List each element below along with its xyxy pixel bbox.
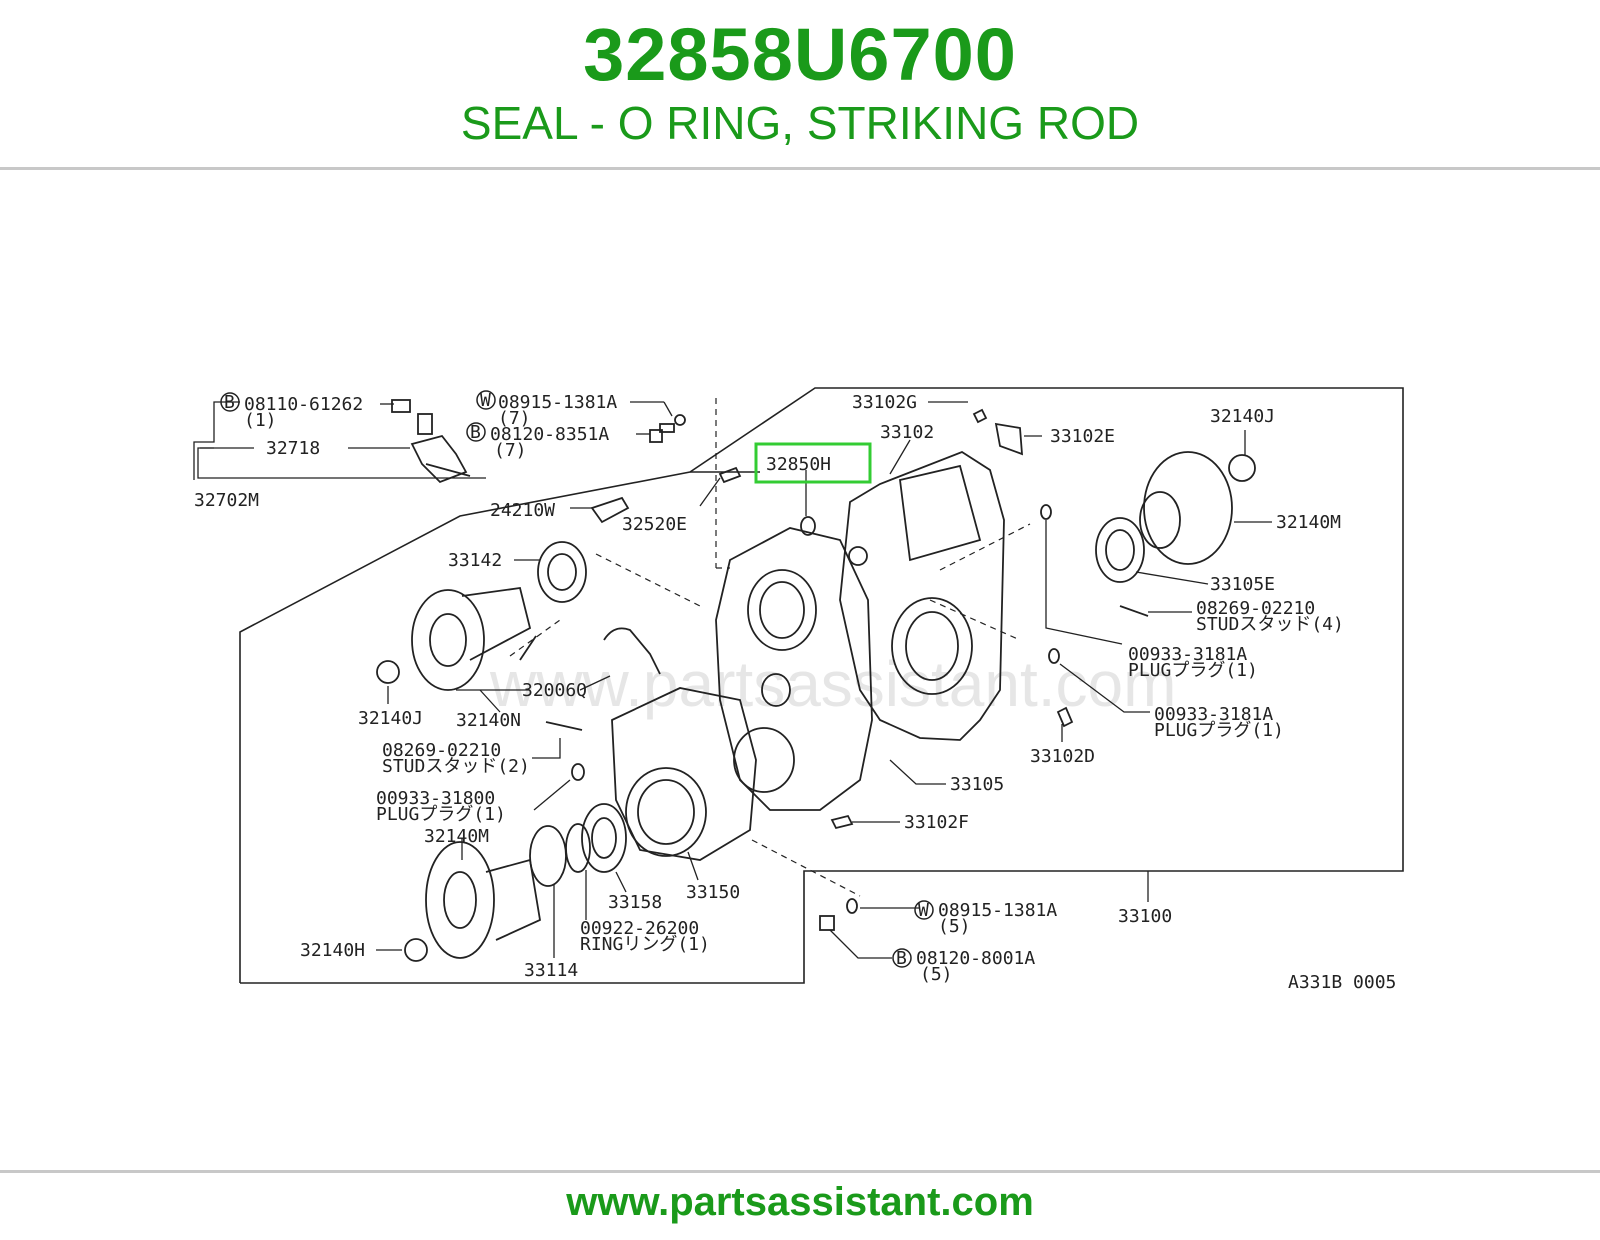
badge-b-3: B — [896, 948, 907, 969]
label-08915-1381a-bottom[interactable]: 08915-1381A — [938, 900, 1057, 921]
bracket-24210w — [590, 496, 630, 524]
label-33102d[interactable]: 33102D — [1030, 746, 1095, 767]
label-32850h-highlighted[interactable]: 32850H — [766, 454, 831, 475]
dashed-guides — [509, 398, 1031, 897]
nut-32140j-right — [1228, 454, 1256, 482]
label-32520e[interactable]: 32520E — [622, 514, 687, 535]
label-stud-right[interactable]: 08269-02210 — [1196, 598, 1315, 619]
label-32140m-right[interactable]: 32140M — [1276, 512, 1341, 533]
footer-url[interactable]: www.partsassistant.com — [566, 1180, 1034, 1224]
label-33142[interactable]: 33142 — [448, 550, 502, 571]
label-32140j-right[interactable]: 32140J — [1210, 406, 1275, 427]
label-08120-bottom-qty: (5) — [920, 964, 953, 985]
case-33102 — [839, 450, 1005, 741]
label-32702m[interactable]: 32702M — [194, 490, 259, 511]
label-33102g[interactable]: 33102G — [852, 392, 917, 413]
label-plug-right-1-sub: PLUGプラグ(1) — [1128, 660, 1258, 681]
flange-32140m-right — [1143, 451, 1233, 565]
diagram-code: A331B 0005 — [1288, 972, 1396, 993]
badge-b-2: B — [470, 422, 481, 443]
label-08120-8351a[interactable]: 08120-8351A — [490, 424, 609, 445]
leader-lines — [193, 401, 1272, 959]
highlight-box — [754, 442, 872, 484]
label-ring-sub: RINGリング(1) — [580, 934, 710, 955]
label-08110-61262[interactable]: 08110-61262 — [244, 394, 363, 415]
label-ring[interactable]: 00922-26200 — [580, 918, 699, 939]
transfer-case-parts — [376, 399, 1256, 962]
label-33105e[interactable]: 33105E — [1210, 574, 1275, 595]
label-08915-top-qty: (7) — [498, 408, 531, 429]
label-33114[interactable]: 33114 — [524, 960, 578, 981]
part-labels: 08110-61262 (1) 32718 32702M 08915-1381A… — [194, 392, 1396, 993]
label-24210w[interactable]: 24210W — [490, 500, 555, 521]
label-stud-left[interactable]: 08269-02210 — [382, 740, 501, 761]
seal-33142 — [537, 541, 587, 603]
label-08915-bottom-qty: (5) — [938, 916, 971, 937]
label-plug-right-2[interactable]: 00933-3181A — [1154, 704, 1273, 725]
label-32140n[interactable]: 32140N — [456, 710, 521, 731]
adapter-33150 — [611, 687, 757, 861]
part-number-title: 32858U6700 — [583, 13, 1017, 96]
label-32140m-left[interactable]: 32140M — [424, 826, 489, 847]
label-33105[interactable]: 33105 — [950, 774, 1004, 795]
label-08120-8001a[interactable]: 08120-8001A — [916, 948, 1035, 969]
label-33100[interactable]: 33100 — [1118, 906, 1172, 927]
label-33102[interactable]: 33102 — [880, 422, 934, 443]
label-32140h[interactable]: 32140H — [300, 940, 365, 961]
label-plug-right-2-sub: PLUGプラグ(1) — [1154, 720, 1284, 741]
label-32006q[interactable]: 32006Q — [522, 680, 587, 701]
flange-32140m-left — [425, 841, 495, 959]
sensor-32718 — [410, 434, 468, 484]
label-plug-left[interactable]: 00933-31800 — [376, 788, 495, 809]
badge-w-2: W — [918, 900, 929, 921]
badges — [220, 390, 934, 968]
nut-32140h — [404, 938, 428, 962]
watermark: www.partsassistant.com — [489, 648, 1176, 720]
label-32718[interactable]: 32718 — [266, 438, 320, 459]
label-33102e[interactable]: 33102E — [1050, 426, 1115, 447]
part-description: SEAL - O RING, STRIKING ROD — [460, 97, 1140, 149]
label-stud-left-sub: STUDスタッド(2) — [382, 756, 530, 777]
label-33102f[interactable]: 33102F — [904, 812, 969, 833]
label-08110-qty: (1) — [244, 410, 277, 431]
footer-divider — [0, 1170, 1600, 1173]
label-32140j-left[interactable]: 32140J — [358, 708, 423, 729]
oring-32850h — [800, 516, 816, 536]
label-stud-right-sub: STUDスタッド(4) — [1196, 614, 1344, 635]
nut-32140j-left — [376, 660, 400, 684]
label-08120-top-qty: (7) — [494, 440, 527, 461]
label-33150[interactable]: 33150 — [686, 882, 740, 903]
flange-32140n — [411, 589, 485, 691]
header-divider — [0, 167, 1600, 170]
label-plug-left-sub: PLUGプラグ(1) — [376, 804, 506, 825]
label-08915-1381a-top[interactable]: 08915-1381A — [498, 392, 617, 413]
case-33105 — [715, 527, 873, 811]
label-plug-right-1[interactable]: 00933-3181A — [1128, 644, 1247, 665]
badge-b-1: B — [224, 392, 235, 413]
badge-w-1: W — [480, 390, 491, 411]
bolt-08110 — [391, 399, 411, 413]
seal-33105e — [1095, 517, 1145, 583]
label-33158[interactable]: 33158 — [608, 892, 662, 913]
